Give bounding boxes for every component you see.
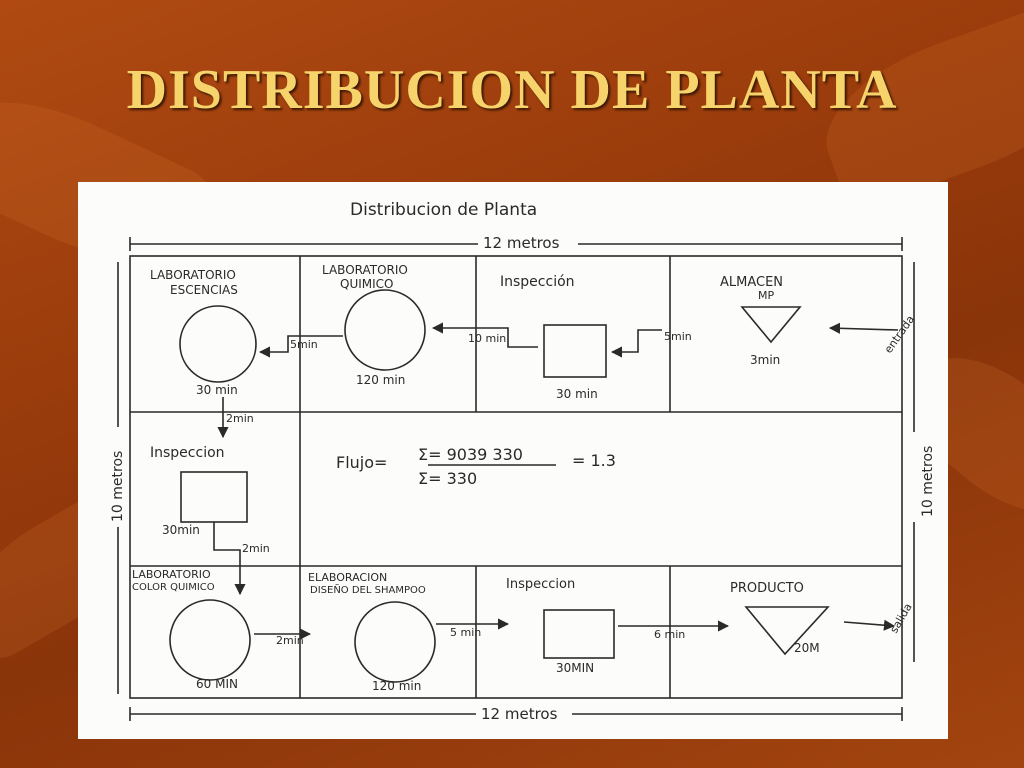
storage-triangle-producto <box>744 606 830 656</box>
area-label-lab-color: LABORATORIO <box>132 568 211 581</box>
flujo-sum-line1: Σ= 9039 330 <box>418 445 523 464</box>
time-almacen: 3min <box>750 353 780 367</box>
plant-layout-sheet: Distribucion de Planta 12 metros 12 metr… <box>78 182 948 739</box>
flujo-sum-line2: Σ= 330 <box>418 469 477 488</box>
area-label-lab-color: COLOR QUIMICO <box>132 582 215 593</box>
flujo-label: Flujo= <box>336 453 387 472</box>
area-label-almacen-mp: MP <box>758 289 774 302</box>
flow-arrow-insp-color <box>213 522 246 596</box>
area-label-elaboracion: DISEÑO DEL SHAMPOO <box>310 583 426 596</box>
area-label-inspeccion-top: Inspección <box>500 274 575 290</box>
time-insp-top: 30 min <box>556 387 598 401</box>
area-label-lab-quimico: LABORATORIO <box>322 263 408 277</box>
time-lab-quimico: 120 min <box>356 373 405 387</box>
operation-circle-lab-color <box>169 599 251 681</box>
slide-title: DISTRIBUCION DE PLANTA <box>126 59 898 121</box>
operation-circle-elaboracion <box>354 601 436 683</box>
time-elaboracion: 120 min <box>372 679 421 693</box>
exit-label: salida <box>887 601 914 635</box>
dim-label-right: 10 metros <box>920 446 936 517</box>
storage-triangle-almacen <box>740 306 802 344</box>
operation-circle-lab-quimico <box>344 289 426 371</box>
dim-label-left: 10 metros <box>110 451 126 522</box>
time-lab-color: 60 MIN <box>196 677 238 691</box>
transfer-color-elab: 2min <box>276 634 304 647</box>
inspection-square-top <box>543 324 607 378</box>
exit-arrow <box>843 619 896 631</box>
transfer-elab-insp: 5 min <box>450 626 481 639</box>
inspection-square-left <box>180 471 248 523</box>
area-label-elaboracion: ELABORACION <box>308 571 387 584</box>
flow-arrow-quimico-escencias <box>258 335 343 358</box>
time-insp-bottom: 30MIN <box>556 661 594 675</box>
plant-outline <box>129 255 903 699</box>
operation-circle-lab-escencias <box>179 305 257 383</box>
flow-arrow-almacen-insp <box>610 329 662 358</box>
area-label-lab-escencias: LABORATORIO <box>150 268 236 282</box>
dim-label-top: 12 metros <box>483 234 560 252</box>
plant-layout-diagram: Distribucion de Planta 12 metros 12 metr… <box>110 200 936 723</box>
sheet-heading: Distribucion de Planta <box>350 200 537 220</box>
time-insp-left: 30min <box>162 523 200 537</box>
area-label-lab-quimico: QUIMICO <box>340 277 393 291</box>
area-label-producto: PRODUCTO <box>730 581 804 596</box>
transfer-escencias-insp: 2min <box>226 412 254 425</box>
time-producto: 20M <box>794 641 820 655</box>
transfer-almacen-insp: 5min <box>664 330 692 343</box>
area-label-inspeccion-bottom: Inspeccion <box>506 577 575 592</box>
area-label-lab-escencias: ESCENCIAS <box>170 283 238 297</box>
transfer-insp-color: 2min <box>242 542 270 555</box>
entry-arrow <box>828 322 899 334</box>
dim-label-bottom: 12 metros <box>481 705 558 723</box>
flujo-result: = 1.3 <box>572 451 616 470</box>
entry-label: entrada <box>882 313 917 356</box>
flow-arrow-insp-quimico <box>431 322 538 348</box>
area-label-inspeccion-left: Inspeccion <box>150 445 225 461</box>
area-label-almacen: ALMACEN <box>720 275 783 290</box>
transfer-quimico-escencias: 5min <box>290 338 318 351</box>
transfer-insp-producto: 6 min <box>654 628 685 641</box>
transfer-insp-quimico: 10 min <box>468 332 506 345</box>
inspection-square-bottom <box>543 609 615 659</box>
time-lab-escencias: 30 min <box>196 383 238 397</box>
